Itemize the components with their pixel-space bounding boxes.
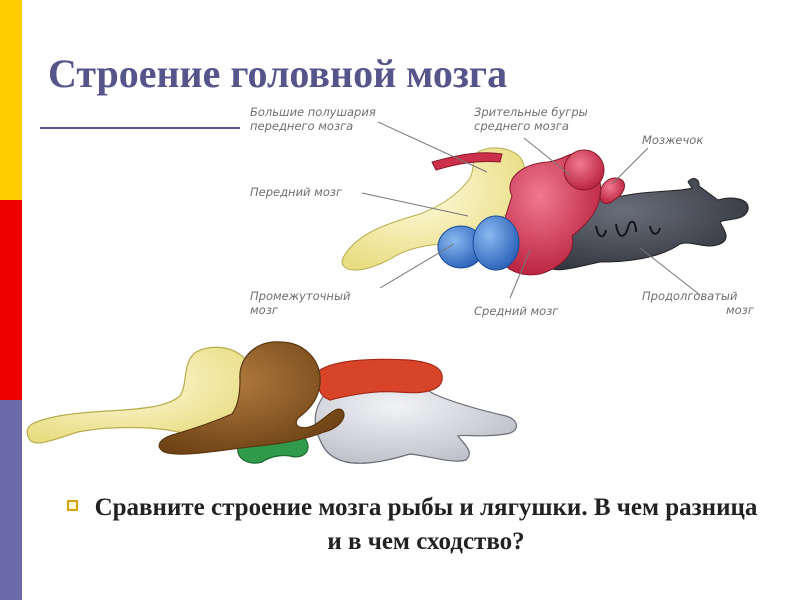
label-cerebellum: Мозжечок (642, 133, 703, 147)
label-hemispheres: Большие полушария переднего мозга (250, 105, 379, 133)
label-medulla: Продолговатый мозг (642, 289, 755, 317)
frog-brain (27, 342, 516, 463)
fish-optic-tubercle (564, 150, 604, 190)
label-midbrain: Средний мозг (474, 304, 559, 318)
label-optic-tubercles: Зрительные бугры среднего мозга (474, 105, 591, 133)
fish-brain (342, 148, 748, 275)
bullet-icon (67, 500, 78, 511)
brain-diagram: Большие полушария переднего мозга Зрител… (0, 0, 800, 480)
fish-diencephalon-back (473, 216, 519, 270)
label-forebrain: Передний мозг (250, 185, 343, 199)
label-diencephalon: Промежуточный мозг (250, 289, 354, 317)
question-text: Сравните строение мозга рыбы и лягушки. … (86, 491, 766, 559)
